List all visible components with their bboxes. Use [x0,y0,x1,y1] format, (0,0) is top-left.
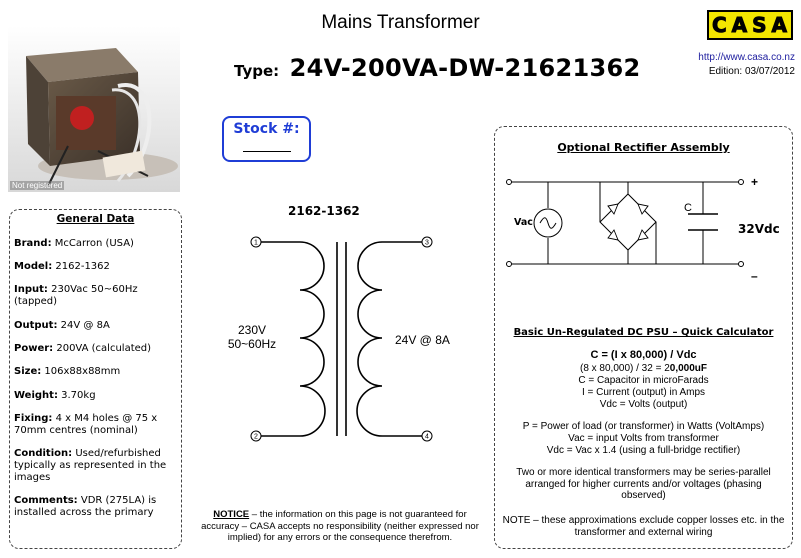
type-value: 24V-200VA-DW-21621362 [289,54,641,82]
pin-4 [421,430,433,442]
calc-def-c: C = Capacitor in microFarads [578,375,709,386]
general-data-title: General Data [56,213,135,225]
vac-label: Vac [514,217,533,228]
field-comments: Comments: VDR (275LA) is installed acros… [14,495,157,518]
field-output: Output: 24V @ 8A [14,320,110,331]
field-power: Power: 200VA (calculated) [14,343,152,354]
field-input: Input: 230Vac 50~60Hz (tapped) [14,284,138,307]
stock-number-line [242,151,291,152]
pin-1 [250,236,262,248]
schematic-part-number: 2162-1362 [288,204,360,218]
calc-series-note: Two or more identical transformers may b… [516,467,771,501]
calc-def-vac: Vac = input Volts from transformer [568,433,719,444]
dc-minus-label: – [751,269,758,283]
logo-text: CASA [711,13,793,38]
rectifier-schematic [506,179,744,267]
primary-voltage-label: 230V [237,323,267,337]
rectifier-box [494,126,793,549]
general-data-box: General Data Brand: McCarron (USA) Model… [9,209,182,549]
calc-example: (8 x 80,000) / 32 = 20,000uF [579,363,708,374]
casa-logo: CASA [707,10,793,40]
stock-label: Stock #: [233,121,300,137]
type-row: Type: 24V-200VA-DW-21621362 [234,54,641,82]
stock-box: Stock #: [222,116,311,162]
calc-def-p: P = Power of load (or transformer) in Wa… [522,421,765,432]
calc-formula: C = (I x 80,000) / Vdc [590,349,697,361]
field-fixing: Fixing: 4 x M4 holes @ 75 x 70mm centres… [14,413,158,436]
edition-date: Edition: 03/07/2012 [708,66,795,77]
rectifier-title: Optional Rectifier Assembly [557,141,730,154]
dc-plus-label: + [751,175,759,189]
pin-2 [250,430,262,442]
type-label: Type: [234,62,280,80]
pin-2-label: 2 [254,434,258,441]
calculator-title: Basic Un-Regulated DC PSU – Quick Calcul… [513,327,774,338]
field-model: Model: 2162-1362 [14,261,110,272]
notice-text: NOTICE – the information on this page is… [201,509,479,543]
pin-3-label: 3 [425,240,429,247]
secondary-rating-label: 24V @ 8A [395,333,450,347]
calc-def-i: I = Current (output) in Amps [581,387,706,398]
calc-losses-note: NOTE – these approximations exclude copp… [502,515,785,538]
vdc-output-label: 32Vdc [738,222,780,236]
calc-def-vdc2: Vdc = Vac x 1.4 (using a full-bridge rec… [546,445,741,456]
field-weight: Weight: 3.70kg [14,390,96,401]
field-condition: Condition: Used/refurbished typically as… [14,448,167,483]
primary-frequency-label: 50~60Hz [227,337,277,351]
pin-4-label: 4 [425,434,429,441]
calc-def-vdc: Vdc = Volts (output) [599,399,688,410]
pin-3 [421,236,433,248]
capacitor-label: C [684,202,692,214]
photo-watermark: Not registered [10,181,65,190]
pin-1-label: 1 [254,240,258,247]
page-title: Mains Transformer [321,12,480,33]
field-size: Size: 106x88x88mm [14,366,121,377]
field-brand: Brand: McCarron (USA) [14,238,134,249]
transformer-schematic: 1 2 3 4 [250,236,433,442]
site-url-link[interactable]: http://www.casa.co.nz [698,52,795,63]
transformer-photo [8,26,180,192]
